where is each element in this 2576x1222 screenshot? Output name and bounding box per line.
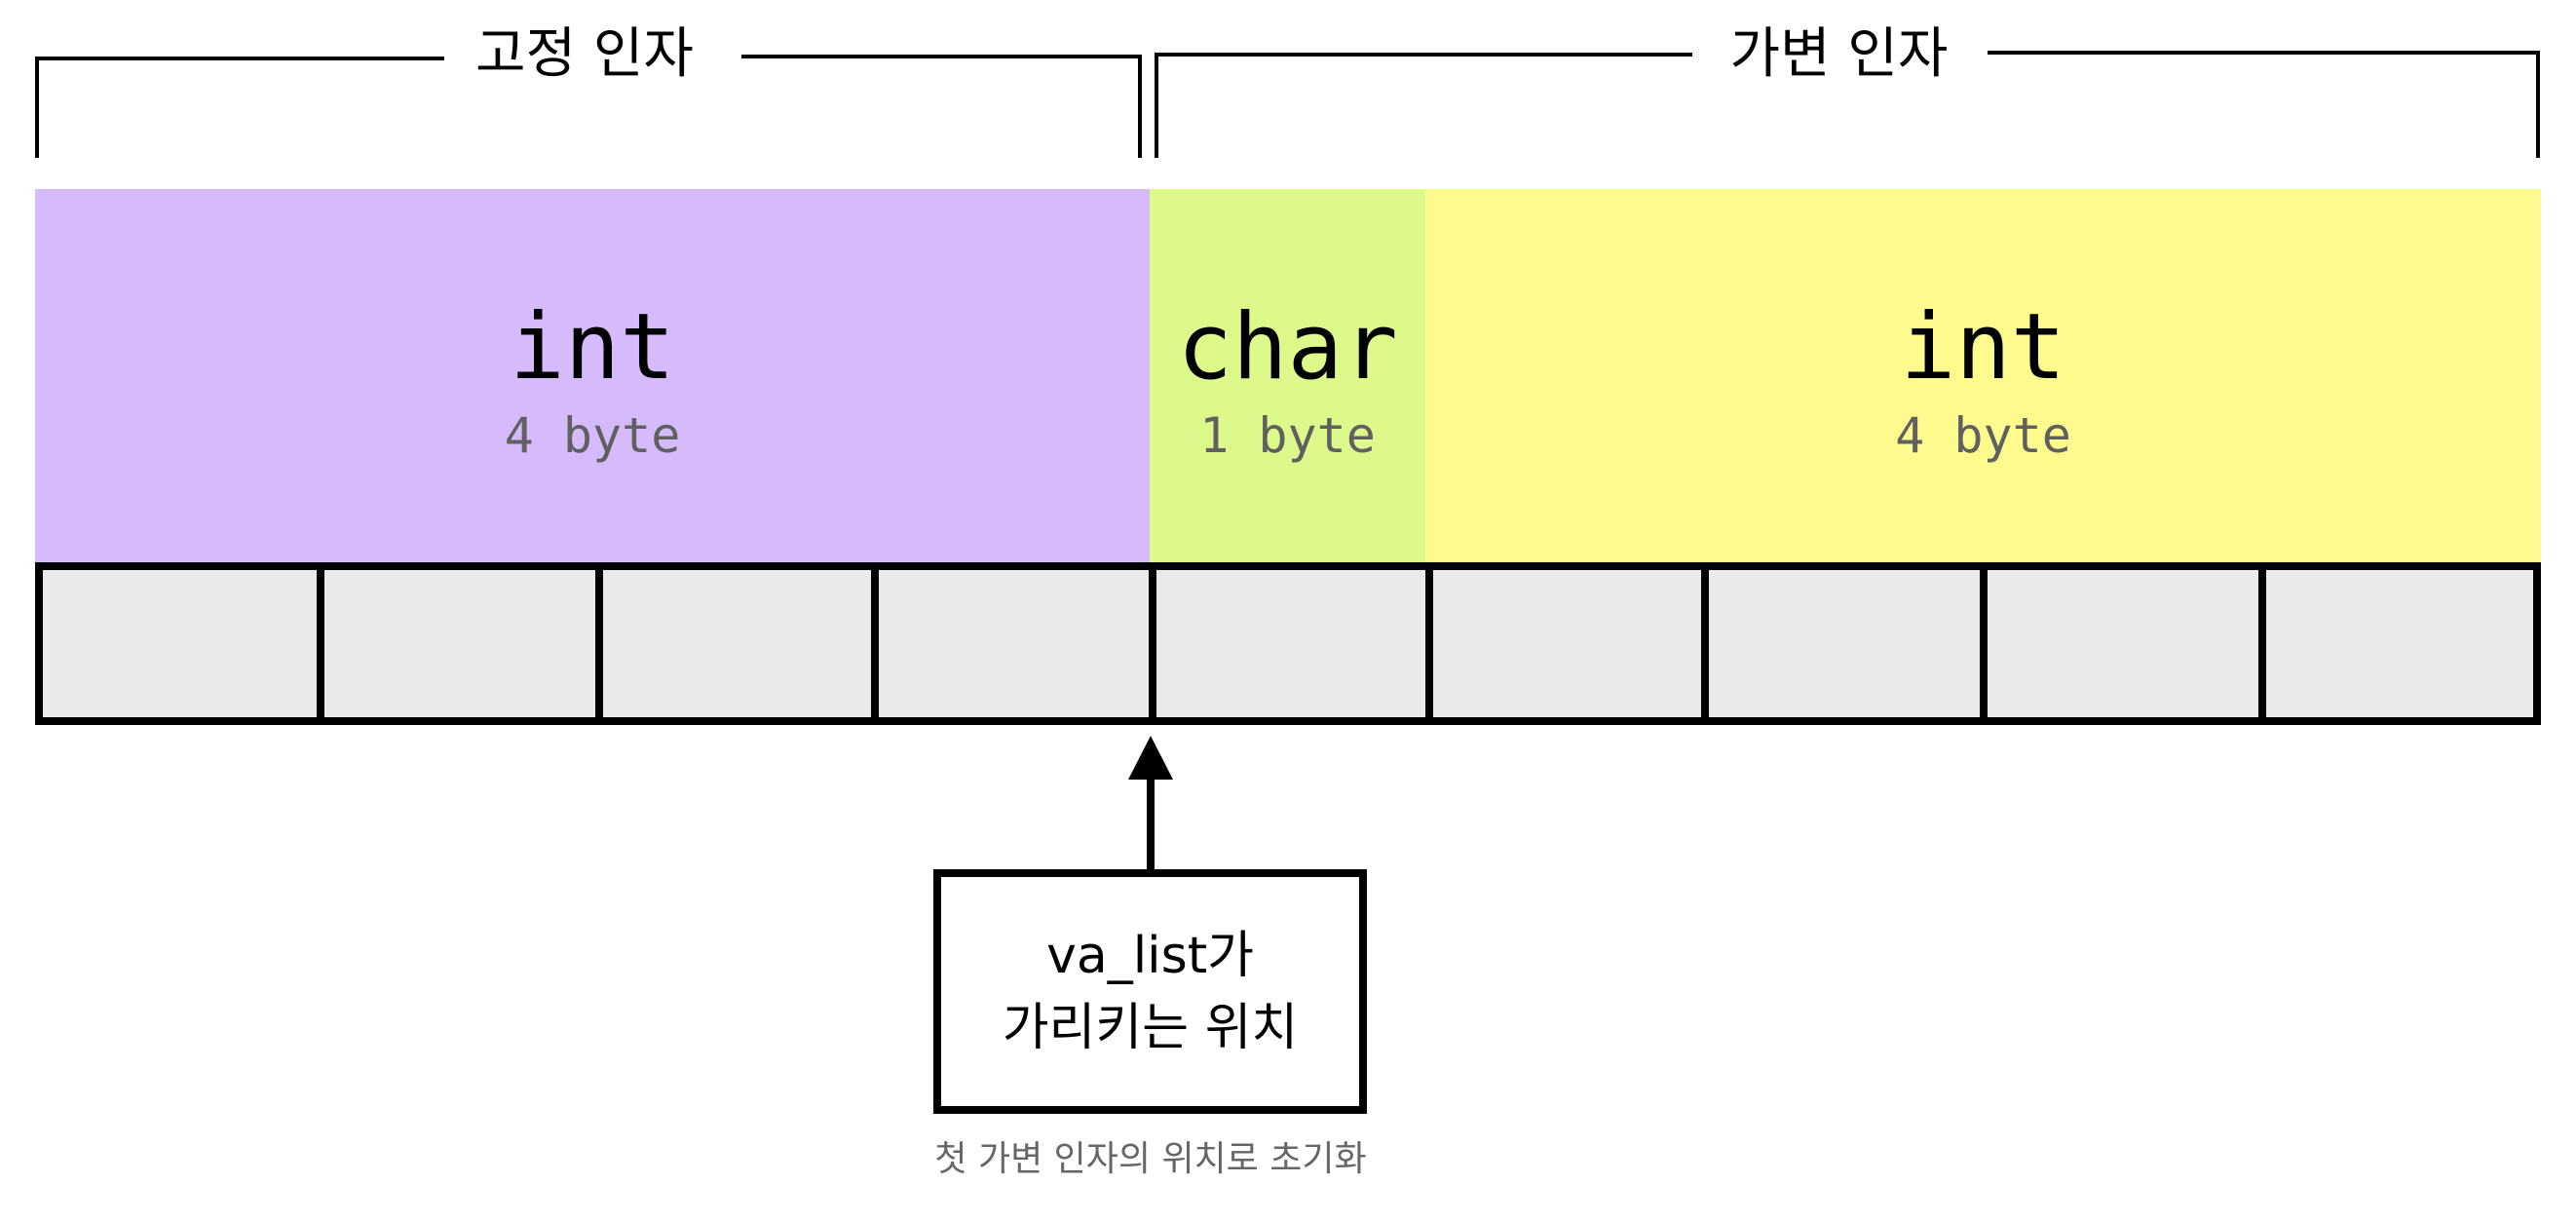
memory-cell (1433, 570, 1701, 717)
block-int-fixed: int 4 byte (35, 189, 1150, 562)
type-name: char (1177, 294, 1398, 401)
pointer-caption: 첫 가변 인자의 위치로 초기화 (934, 1139, 1367, 1179)
memory-cell (1988, 570, 2258, 717)
block-int-variadic: int 4 byte (1425, 189, 2541, 562)
memory-cell (1709, 570, 1980, 717)
memory-cell (1156, 570, 1425, 717)
va-list-pointer-box: va_list가 가리키는 위치 (933, 869, 1367, 1114)
pointer-label-line-2: 가리키는 위치 (1002, 998, 1299, 1057)
type-name: int (510, 294, 675, 401)
pointer-label-line-1: va_list가 (1046, 926, 1254, 985)
type-name: int (1900, 294, 2066, 401)
bracket-right-vertical (2536, 51, 2540, 158)
bracket-right-vertical (1138, 55, 1142, 158)
memory-cell (324, 570, 595, 717)
memory-cells-row (35, 562, 2541, 725)
block-char-variadic: char 1 byte (1150, 189, 1425, 562)
memory-cell (2266, 570, 2533, 717)
type-size: 4 byte (504, 407, 681, 464)
fixed-args-label: 고정 인자 (475, 22, 694, 86)
type-size: 1 byte (1199, 407, 1376, 464)
bracket-left-vertical (35, 57, 39, 158)
memory-cell (603, 570, 871, 717)
bracket-top-line-right (741, 55, 1142, 58)
bracket-top-line-left (35, 57, 444, 60)
variadic-args-label: 가변 인자 (1729, 22, 1949, 86)
memory-cell (43, 570, 317, 717)
memory-cell (879, 570, 1149, 717)
bracket-top-line-right (1988, 51, 2539, 55)
type-size: 4 byte (1895, 407, 2071, 464)
bracket-top-line-left (1155, 53, 1692, 57)
arrow-up-icon (1128, 736, 1173, 873)
bracket-left-vertical (1155, 53, 1158, 158)
